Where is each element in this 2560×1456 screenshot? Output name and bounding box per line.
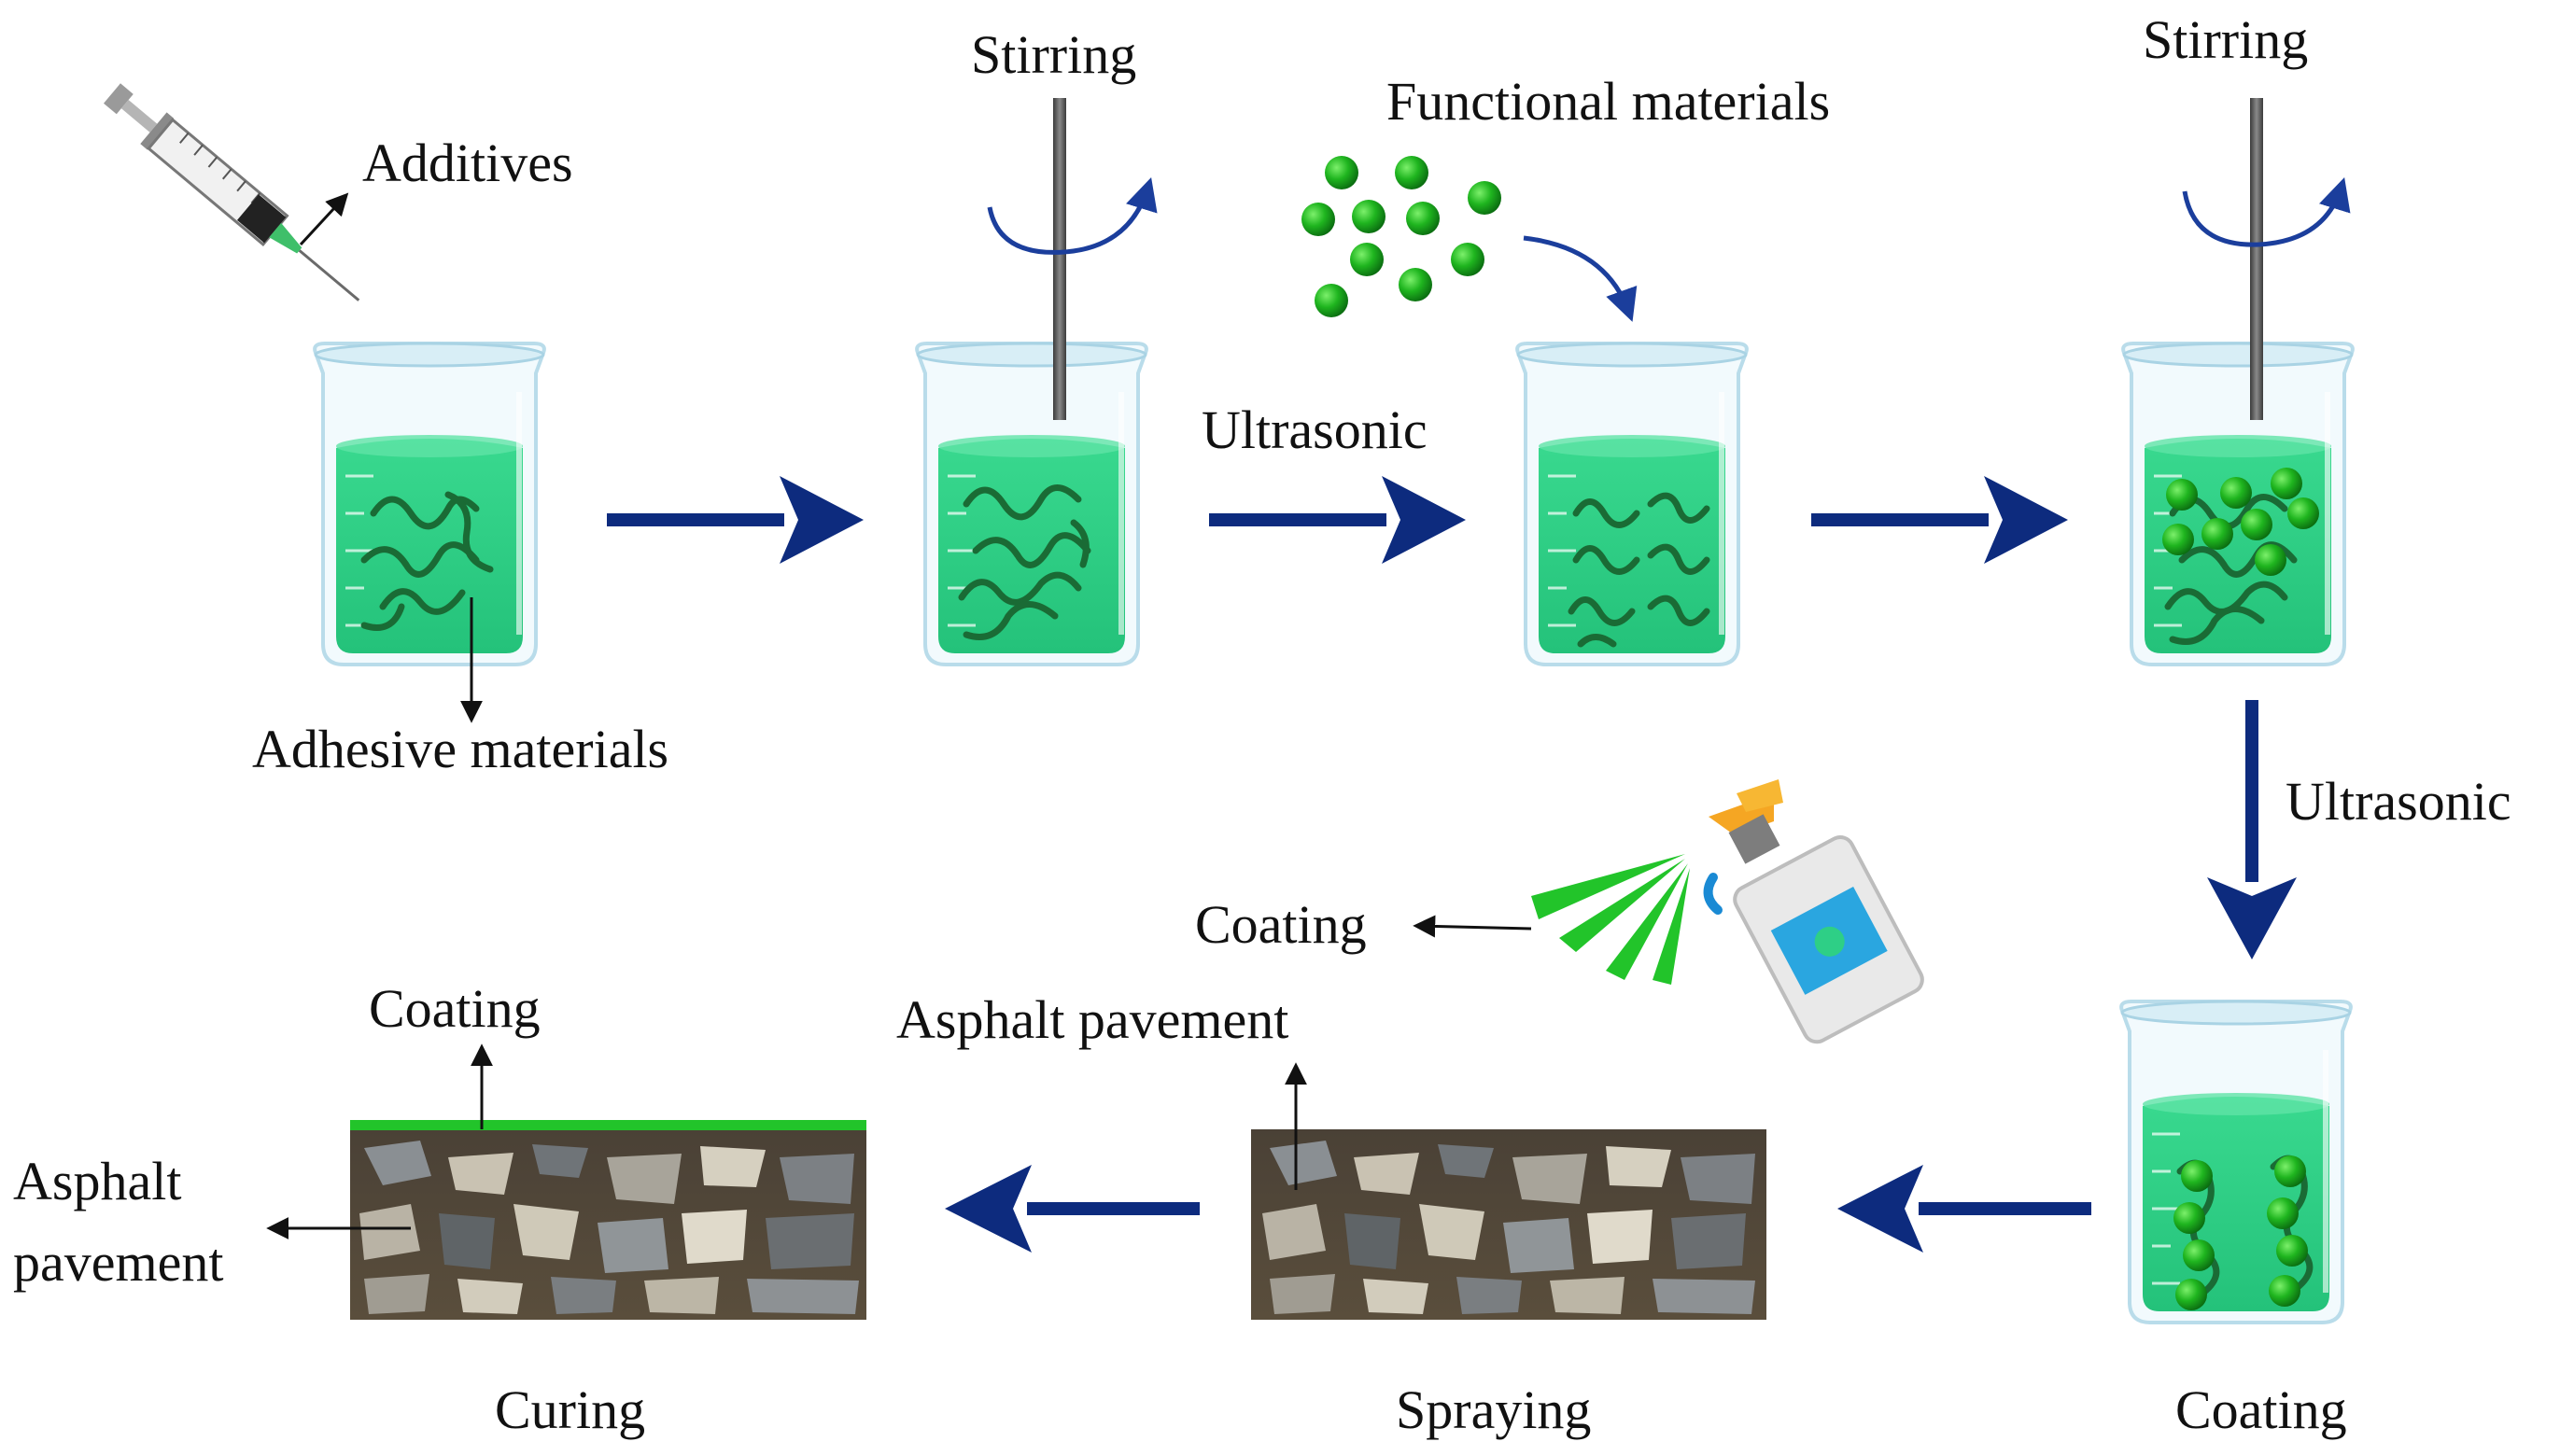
asphalt-label-curing-line2: pavement: [13, 1232, 223, 1293]
stirring-label-2: Stirring: [2143, 9, 2308, 70]
beaker-stirring: [917, 343, 1146, 665]
stirring-rod-1: [1053, 98, 1066, 420]
adhesive-fibers: [360, 491, 494, 631]
additives-label: Additives: [362, 133, 573, 193]
asphalt-slab-spraying: [1251, 1129, 1766, 1320]
coating-layer: [350, 1120, 866, 1130]
rotation-arrow-2: [2182, 176, 2351, 247]
coating-pointer-spray: [1413, 915, 1532, 938]
beaker-coating: [2121, 1001, 2351, 1323]
ultrasonic-label-1: Ultrasonic: [1202, 399, 1428, 460]
beaker-dispersed: [1517, 343, 1747, 665]
flow-arrow-2: [1209, 476, 1466, 564]
functional-materials-label: Functional materials: [1386, 71, 1830, 132]
flow-arrow-3: [1811, 476, 2068, 564]
flow-arrow-1: [607, 476, 864, 564]
syringe-icon: [104, 83, 360, 301]
beaker-adhesive: [315, 343, 544, 665]
beaker-stirring-particles: [2123, 343, 2353, 665]
functional-particles: [1301, 156, 1501, 317]
flow-arrow-6: [945, 1165, 1200, 1253]
asphalt-label-curing-line1: Asphalt: [13, 1151, 181, 1211]
asphalt-pavement-label-spraying: Asphalt pavement: [896, 989, 1288, 1050]
additives-pointer: [299, 192, 349, 246]
ultrasonic-label-2: Ultrasonic: [2286, 771, 2511, 832]
rotation-arrow-1: [987, 176, 1158, 255]
particle-drop-arrow: [1523, 235, 1638, 322]
stirring-rod-2: [2250, 98, 2263, 420]
spray-bottle-icon: [1703, 779, 1924, 1044]
caption-spraying: Spraying: [1396, 1379, 1591, 1440]
coating-label-spray: Coating: [1195, 894, 1367, 955]
spray-mist: [1531, 854, 1690, 985]
caption-curing: Curing: [495, 1379, 645, 1440]
adhesive-materials-label: Adhesive materials: [252, 719, 668, 779]
flow-arrow-4: [2207, 700, 2297, 959]
caption-coating: Coating: [2175, 1379, 2347, 1440]
flow-arrow-5: [1837, 1165, 2091, 1253]
asphalt-slab-curing: [350, 1120, 866, 1320]
coating-label-curing: Coating: [369, 978, 541, 1039]
stirring-label-1: Stirring: [971, 24, 1136, 85]
